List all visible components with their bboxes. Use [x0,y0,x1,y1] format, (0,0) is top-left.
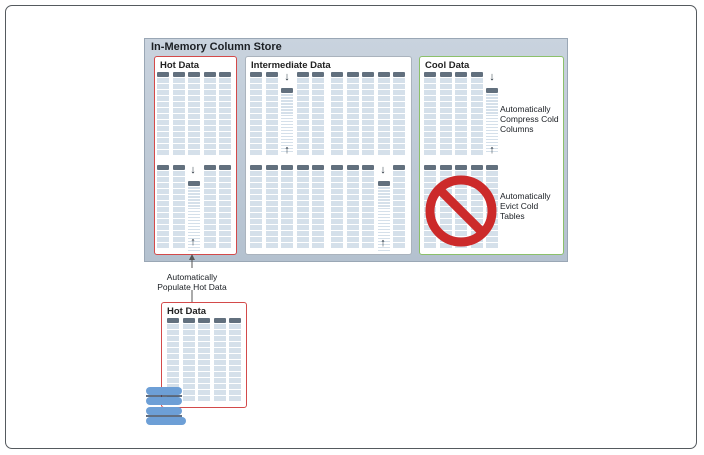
table-column [172,72,185,156]
table-column [346,72,359,156]
table-column [219,72,231,156]
arrow-down-icon: ↓ [489,71,495,83]
table-column [470,72,483,156]
table-column [188,72,200,156]
table-column [250,165,262,249]
arrow-up-icon: ↑ [489,144,495,156]
table-column [296,72,309,156]
disk-hot-data-title: Hot Data [167,306,207,317]
table-column [312,72,324,156]
table-column [424,72,436,156]
table-column [157,165,169,249]
intermediate-data-title: Intermediate Data [251,60,331,71]
arrow-down-icon: ↓ [190,164,196,176]
table-column [362,72,374,156]
database-icon [146,387,186,425]
store-title: In-Memory Column Store [151,41,282,53]
table-column [439,72,452,156]
populate-hot-data-label: Automatically Populate Hot Data [157,272,227,292]
table-column [250,72,262,156]
table-column [203,165,216,249]
table-column [203,72,216,156]
table-column [172,165,185,249]
hot-data-title: Hot Data [160,60,200,71]
compressed-column [281,88,293,154]
populate-arrow-head [189,254,195,260]
table-column [346,165,359,249]
arrow-up-icon: ↑ [380,237,386,249]
arrow-up-icon: ↑ [284,144,290,156]
table-column [393,72,405,156]
compressed-column [486,88,498,154]
arrow-up-icon: ↑ [190,236,196,248]
table-column [229,318,241,402]
table-column [213,318,226,402]
table-column [362,165,374,249]
table-column [331,72,343,156]
compress-cold-columns-label: Automatically Compress Cold Columns [500,104,559,134]
compressed-column [377,181,390,253]
table-column [281,165,293,249]
table-column [265,165,278,249]
table-column [377,72,390,156]
cool-data-title: Cool Data [425,60,470,71]
arrow-down-icon: ↓ [284,71,290,83]
arrow-down-icon: ↓ [380,164,386,176]
table-column [331,165,343,249]
prohibit-icon [425,175,497,247]
table-column [455,72,467,156]
table-column [198,318,210,402]
table-column [393,165,405,249]
evict-cold-tables-label: Automatically Evict Cold Tables [500,191,551,221]
compressed-column [188,181,200,253]
table-column [296,165,309,249]
table-column [157,72,169,156]
table-column [312,165,324,249]
table-column [182,318,195,402]
table-column [219,165,231,249]
table-column [265,72,278,156]
